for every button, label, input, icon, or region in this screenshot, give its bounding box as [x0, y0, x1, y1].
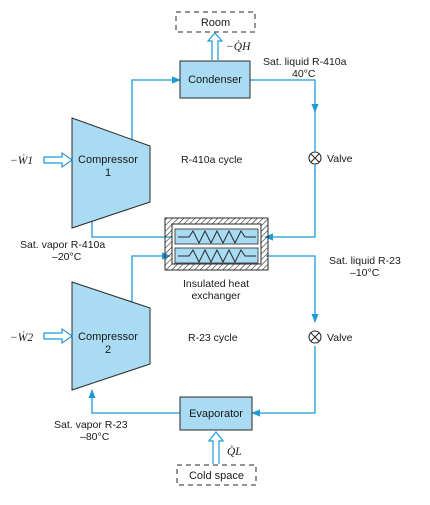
room-label: Room: [201, 17, 230, 29]
w2-label: −Ẇ2: [10, 329, 33, 344]
compressor-2: Compressor 2: [71, 281, 151, 391]
compressor-1: Compressor 1: [71, 117, 151, 229]
sat-liquid-r410a-label: Sat. liquid R-410a: [263, 56, 347, 68]
q-l-label: Q̇L: [227, 444, 242, 458]
valve-1: Valve: [308, 151, 353, 165]
valve-2: Valve: [308, 330, 353, 344]
valve-1-label: Valve: [327, 153, 353, 165]
compressor-2-number: 2: [105, 344, 111, 356]
flow-lines: [88, 76, 319, 417]
work-in-arrow-2: [43, 327, 74, 345]
hx-coil-top: [178, 229, 256, 245]
sat-vapor-r410a-label: Sat. vapor R-410a: [20, 239, 105, 251]
flow-valve2-to-evap: [251, 346, 316, 417]
sat-liquid-r23-label: Sat. liquid R-23: [329, 255, 401, 267]
cycle-top-label: R-410a cycle: [181, 154, 242, 166]
hx-label-line2: exchanger: [191, 290, 241, 302]
sat-vapor-r23-temp: –80°C: [80, 431, 110, 443]
heat-exchanger: [164, 217, 269, 271]
compressor-1-number: 1: [105, 167, 111, 179]
heat-out-arrow: [206, 32, 224, 60]
condenser-label: Condenser: [188, 74, 242, 86]
evaporator-label: Evaporator: [189, 408, 243, 420]
w1-label: −Ẇ1: [10, 152, 33, 167]
hx-coil-bottom: [178, 248, 256, 264]
sat-liquid-r410a-temp: 40°C: [292, 68, 316, 80]
cycle-bottom-label: R-23 cycle: [188, 332, 238, 344]
room-box: Room: [175, 11, 256, 33]
cold-space-box: Cold space: [176, 464, 257, 486]
valve-2-label: Valve: [327, 332, 353, 344]
hx-label-line1: Insulated heat: [183, 278, 249, 290]
cold-space-label: Cold space: [189, 470, 244, 482]
sat-vapor-r23-label: Sat. vapor R-23: [54, 419, 128, 431]
compressor-2-label: Compressor: [78, 331, 138, 343]
sat-liquid-r23-temp: –10°C: [350, 267, 380, 279]
work-in-arrow-1: [43, 151, 74, 169]
flow-hx-to-valve2: [266, 255, 319, 323]
flow-valve1-to-hx: [264, 170, 316, 241]
compressor-1-label: Compressor: [78, 154, 138, 166]
condenser-box: Condenser: [179, 60, 251, 99]
flow-condenser-to-valve1: [250, 79, 319, 113]
flow-evap-to-comp2: [88, 389, 180, 414]
sat-vapor-r410a-temp: –20°C: [52, 251, 82, 263]
q-h-label: −Q̇H: [226, 39, 251, 53]
flow-comp2-to-hx: [131, 252, 171, 308]
evaporator-box: Evaporator: [179, 396, 253, 431]
heat-in-arrow: [207, 431, 225, 464]
flow-comp1-to-condenser: [131, 76, 181, 146]
